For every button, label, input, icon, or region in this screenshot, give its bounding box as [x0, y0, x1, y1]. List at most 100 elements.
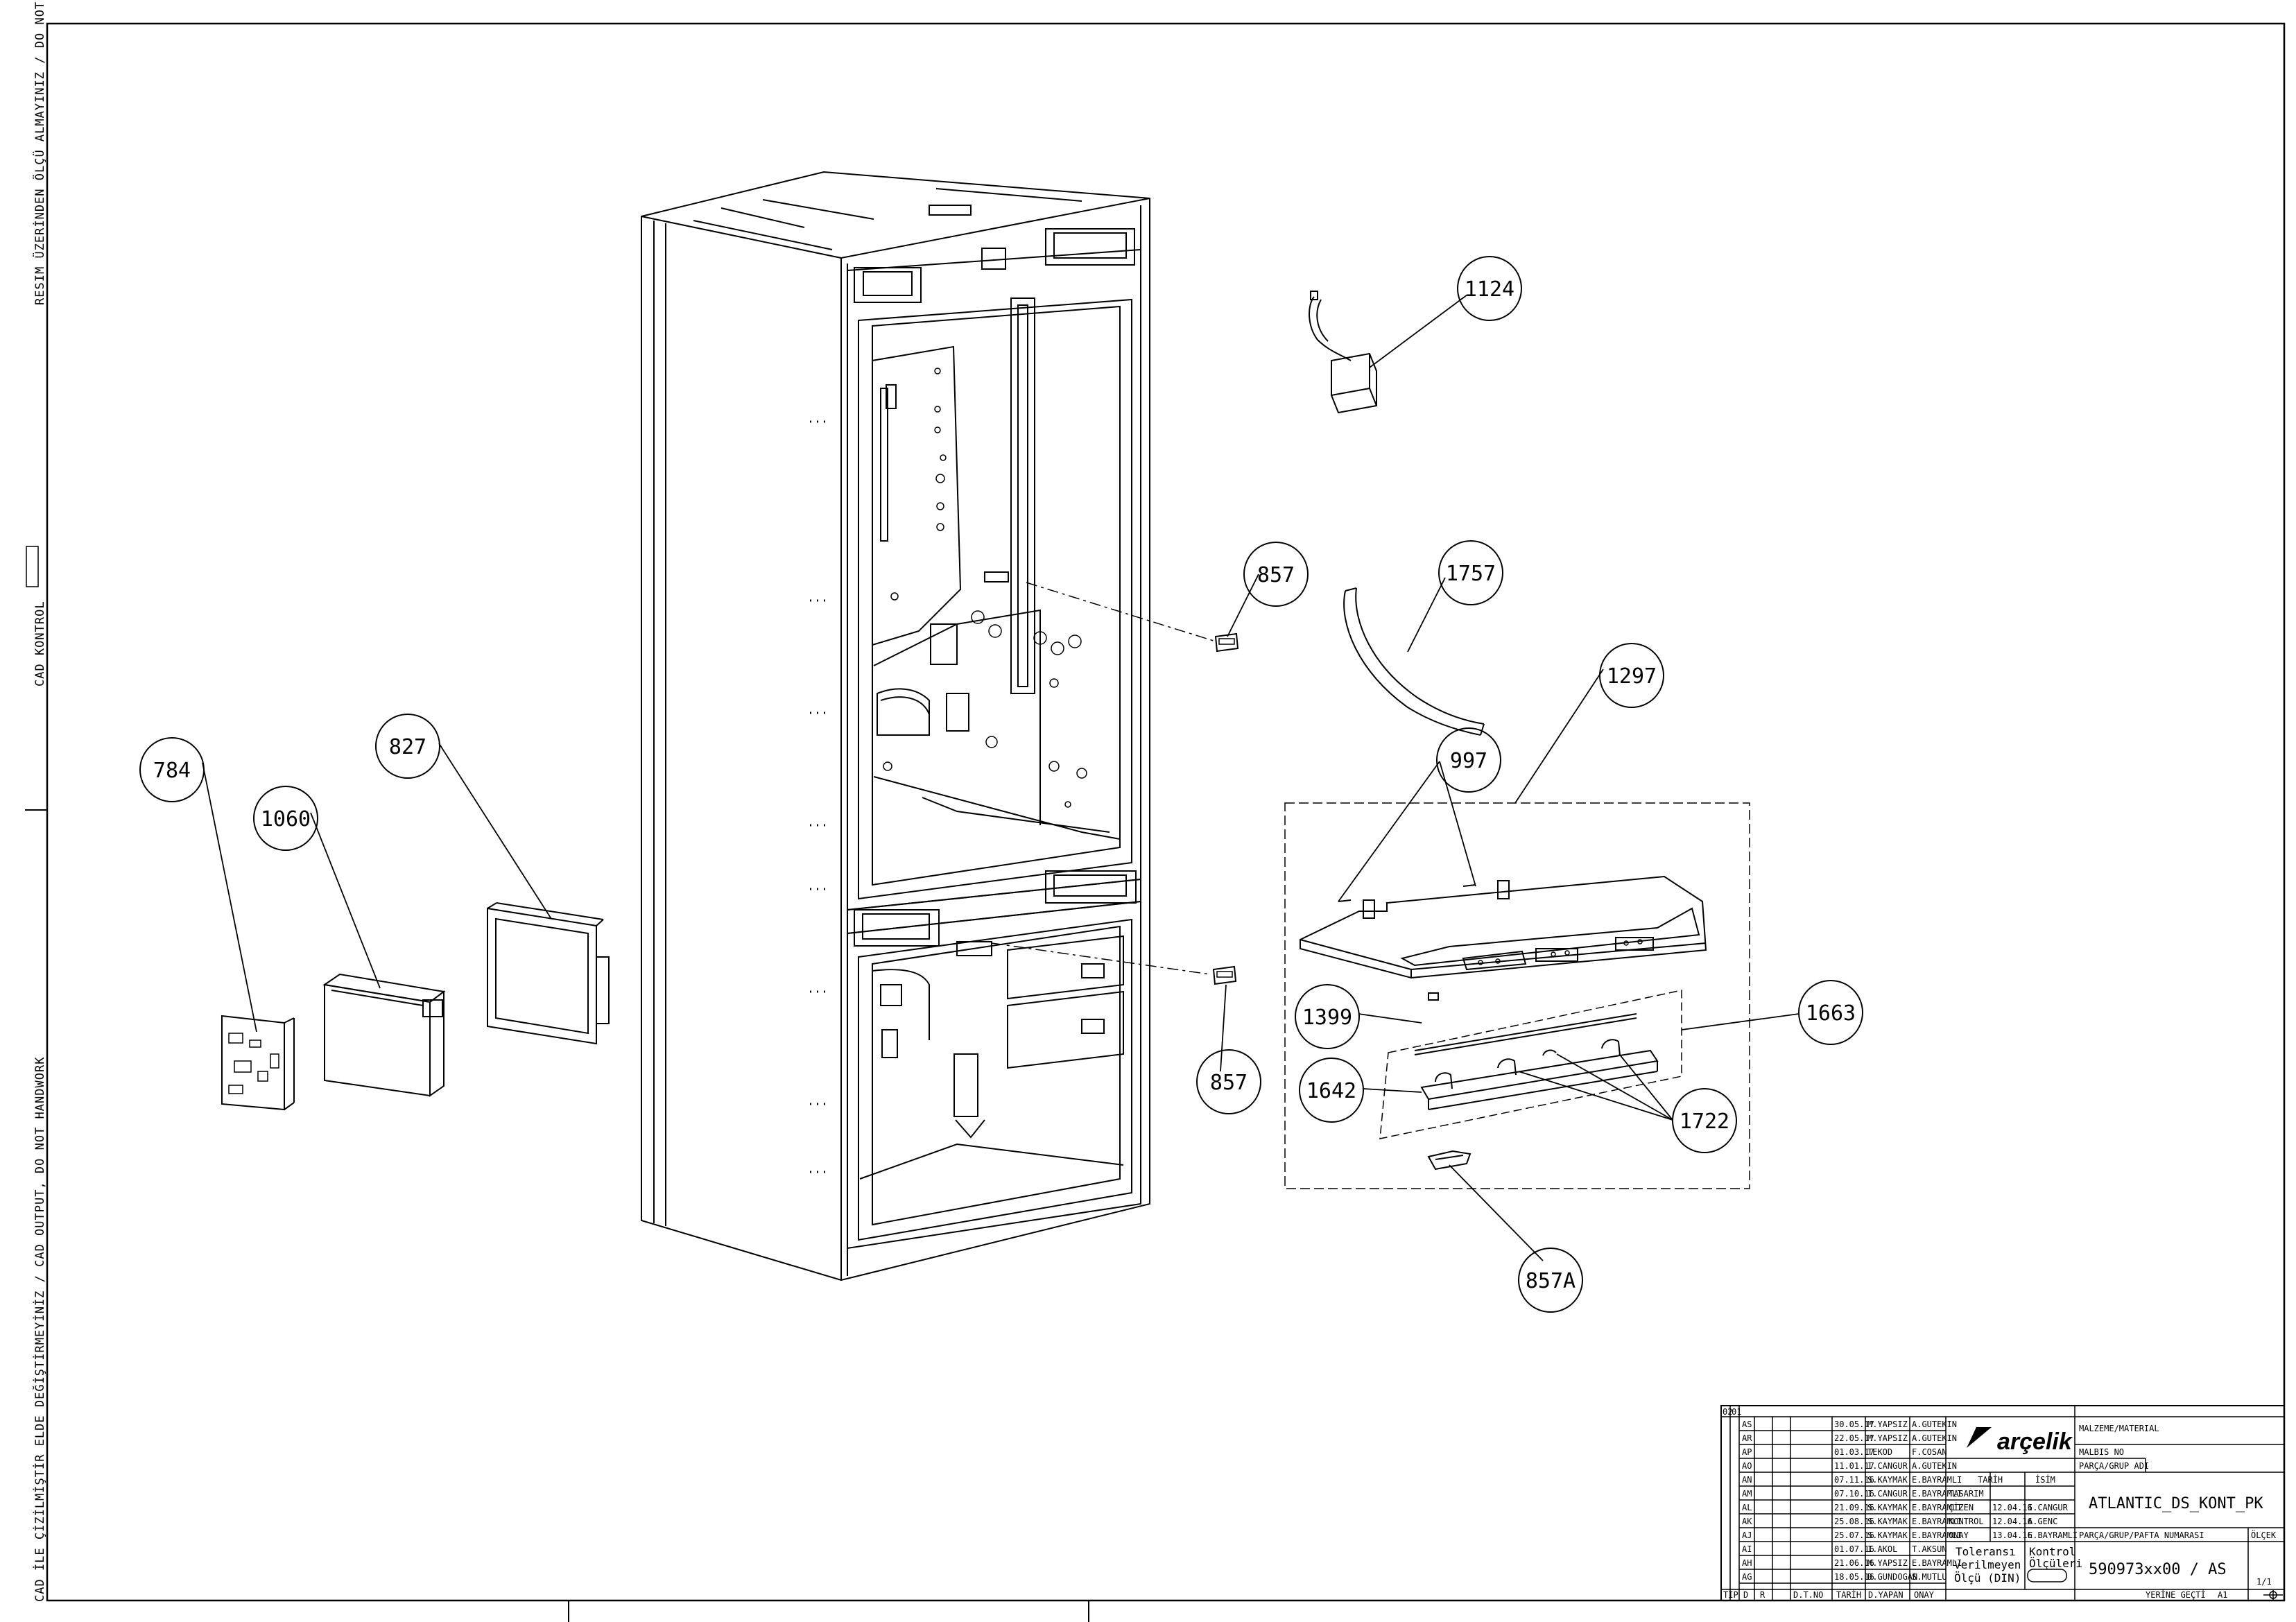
callout-827: 827 [375, 714, 440, 779]
footer-d: D [1743, 1590, 1748, 1600]
callout-1642-label: 1642 [1306, 1079, 1356, 1103]
rev-date: 25.07.16 [1834, 1530, 1874, 1540]
rev-date: 21.06.16 [1834, 1558, 1874, 1568]
rev-by: D.GUNDOGAN [1867, 1572, 1917, 1582]
refrigerator-cabinet [641, 171, 1150, 1282]
rev-date: 21.09.16 [1834, 1503, 1874, 1512]
rev-approved: F.COSAN [1912, 1447, 1947, 1457]
scale-value: 1/1 [2256, 1577, 2272, 1587]
part-1060-board-cover [322, 973, 446, 1097]
rev-code: AM [1742, 1489, 1752, 1499]
rev-code: AI [1742, 1544, 1752, 1554]
callout-1663-label: 1663 [1806, 1001, 1856, 1026]
control-line-2: Ölçüleri [2029, 1557, 2082, 1570]
callout-1124: 1124 [1457, 256, 1522, 321]
footer-dt-no: D.T.NO [1793, 1590, 1823, 1600]
rev-date: 30.05.17 [1834, 1420, 1874, 1429]
rev-by: I.CANGUR [1867, 1489, 1908, 1499]
tolerance-line-2: Verilmeyen [1954, 1558, 2021, 1571]
part-1642-holder [1420, 1039, 1659, 1110]
footer-date: TARİH [1836, 1589, 1861, 1600]
title-block [1720, 1405, 2285, 1601]
approval-drawn-date: 12.04.16 [1992, 1503, 2032, 1512]
callout-857A-label: 857A [1526, 1269, 1576, 1293]
arcelik-logo-text: arçelik [1997, 1429, 2073, 1455]
approval-approve: ONAY [1949, 1530, 1969, 1540]
part-1124-connector [1309, 291, 1377, 414]
rev-approved: E.BAYRAMLI [1912, 1489, 1962, 1499]
rev-code: AK [1742, 1517, 1752, 1526]
part-group-label: PARÇA/GRUP ADI [2079, 1461, 2149, 1471]
rev-date: 18.05.16 [1834, 1572, 1874, 1582]
callout-1399: 1399 [1295, 984, 1360, 1049]
footer-drawn-by: D.YAPAN [1868, 1590, 1904, 1600]
part-784-control-board [221, 1015, 295, 1111]
rev-code: AO [1742, 1461, 1752, 1471]
rev-date: 25.08.16 [1834, 1517, 1874, 1526]
rev-code: AN [1742, 1475, 1752, 1485]
rev-approved: A.GUTEKIN [1912, 1433, 1957, 1443]
callout-784: 784 [139, 737, 205, 802]
sheet-border [46, 22, 2286, 1602]
callout-1663: 1663 [1798, 980, 1863, 1045]
approval-check-date: 12.04.16 [1992, 1517, 2032, 1526]
rev-by: S.KAYMAK [1867, 1517, 1908, 1526]
callout-857-lower-label: 857 [1210, 1071, 1248, 1095]
rev-approved: S.MUTLU [1912, 1572, 1947, 1582]
callout-997-label: 997 [1450, 749, 1487, 773]
callout-1757: 1757 [1438, 540, 1503, 605]
part-name: ATLANTIC_DS_KONT_PK [2089, 1495, 2263, 1512]
rev-approved: E.BAYRAMLI [1912, 1530, 1962, 1540]
rev-approved: E.BAYRAMLI [1912, 1517, 1962, 1526]
rev-date: 07.11.16 [1834, 1475, 1874, 1485]
approval-header-name: İSİM [2035, 1474, 2055, 1485]
assembly-1297-boundary [1284, 802, 1750, 1189]
approval-check: KONTROL [1949, 1517, 1984, 1526]
callout-1642: 1642 [1299, 1058, 1364, 1123]
approval-drawn-name: I.CANGUR [2028, 1503, 2069, 1512]
callout-1297-label: 1297 [1607, 664, 1657, 689]
rev-date: 01.07.16 [1834, 1544, 1874, 1554]
footer-tip: TIP [1723, 1590, 1738, 1600]
rev-approved: T.AKSUN [1912, 1544, 1947, 1554]
part-857-tag-lower [1212, 965, 1237, 985]
part-1399-strip [1414, 1013, 1637, 1055]
rev-approved: E.BAYRAMLI [1912, 1475, 1962, 1485]
approval-header-date: TARİH [1978, 1474, 2003, 1485]
footer-r: R [1760, 1590, 1766, 1600]
callout-1757-label: 1757 [1446, 562, 1496, 586]
part-857-tag-upper [1214, 632, 1239, 653]
tb-corner-01: 01 [1732, 1407, 1741, 1417]
approval-approve-date: 13.04.16 [1992, 1530, 2032, 1540]
rev-by: I.AKOL [1867, 1544, 1897, 1554]
approval-design: TASARIM [1949, 1489, 1984, 1499]
rev-date: 11.01.17 [1834, 1461, 1874, 1471]
callout-1722: 1722 [1672, 1088, 1737, 1153]
title-block-text: 02 01 AS 30.05.17 M.YAPSIZ A.GUTEKIN AR … [1723, 1407, 2277, 1600]
rev-code: AH [1742, 1558, 1752, 1568]
material-label: MALZEME/MATERIAL [2079, 1424, 2159, 1433]
part-number-label: PARÇA/GRUP/PAFTA NUMARASI [2079, 1530, 2204, 1540]
rev-code: AG [1742, 1572, 1752, 1582]
rev-code: AS [1742, 1420, 1752, 1429]
callout-857A: 857A [1518, 1248, 1583, 1313]
rev-code: AL [1742, 1503, 1752, 1512]
rev-code: AP [1742, 1447, 1752, 1457]
part-857A-tag [1427, 1150, 1471, 1171]
part-1757-hose [1343, 587, 1485, 736]
malbis-label: MALBIS NO [2079, 1447, 2124, 1457]
rev-approved: A.GUTEKIN [1912, 1420, 1957, 1429]
rev-by: M.YAPSIZ [1867, 1558, 1908, 1568]
footer-approval: ONAY [1914, 1590, 1935, 1600]
rev-approved: E.BAYRAMLI [1912, 1503, 1962, 1512]
assembly-1663-boundary [1379, 990, 1682, 1139]
rev-approved: E.BAYRAMLI [1912, 1558, 1962, 1568]
part-number: 590973xx00 / AS [2089, 1561, 2227, 1578]
callout-857-lower: 857 [1196, 1049, 1261, 1114]
rev-by: S.KAYMAK [1867, 1503, 1908, 1512]
rev-by: M.YAPSIZ [1867, 1420, 1908, 1429]
callout-1060-label: 1060 [261, 807, 311, 831]
rev-by: I.CANGUR [1867, 1461, 1908, 1471]
rev-date: 01.03.17 [1834, 1447, 1874, 1457]
